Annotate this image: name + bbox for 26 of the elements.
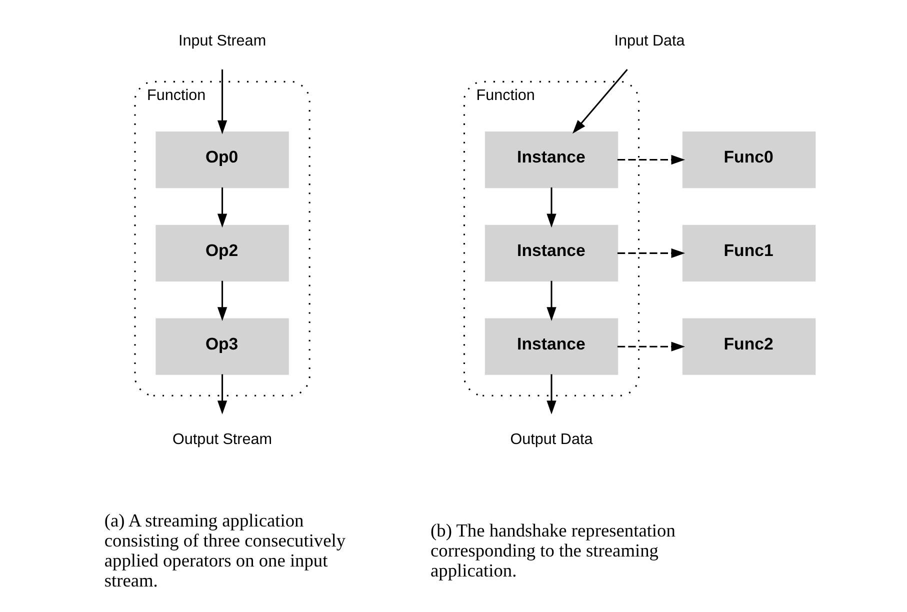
arrow: [217, 280, 228, 321]
node-box: Op2: [156, 224, 289, 282]
label: (a) A streaming application consisting of three consecutively applied operators on one input stream.: [104, 510, 346, 590]
arrow: [546, 187, 556, 228]
arrow: [617, 154, 686, 165]
node-text: Output Stream: [172, 430, 272, 448]
arrow: [217, 69, 228, 134]
arrow: [217, 187, 228, 228]
node-box: Instance: [484, 224, 618, 282]
node-text: Input Stream: [178, 32, 266, 50]
arrow: [546, 374, 556, 414]
node-text: Output Data: [510, 430, 593, 448]
node-box: Func2: [682, 318, 816, 375]
arrow: [546, 280, 556, 321]
node-box: Instance: [484, 318, 618, 375]
arrow: [572, 68, 628, 134]
node-text: Input Data: [614, 32, 685, 50]
arrow: [617, 248, 686, 258]
node-box: Op0: [156, 131, 289, 188]
label: (b) The handshake representation corresponding to the streaming application.: [430, 520, 676, 580]
node-box: Func0: [682, 131, 816, 188]
arrow: [617, 342, 686, 352]
node-box: Func1: [682, 224, 816, 282]
node-box: Op3: [156, 318, 289, 375]
node-box: Instance: [484, 131, 618, 188]
arrow: [217, 374, 228, 414]
